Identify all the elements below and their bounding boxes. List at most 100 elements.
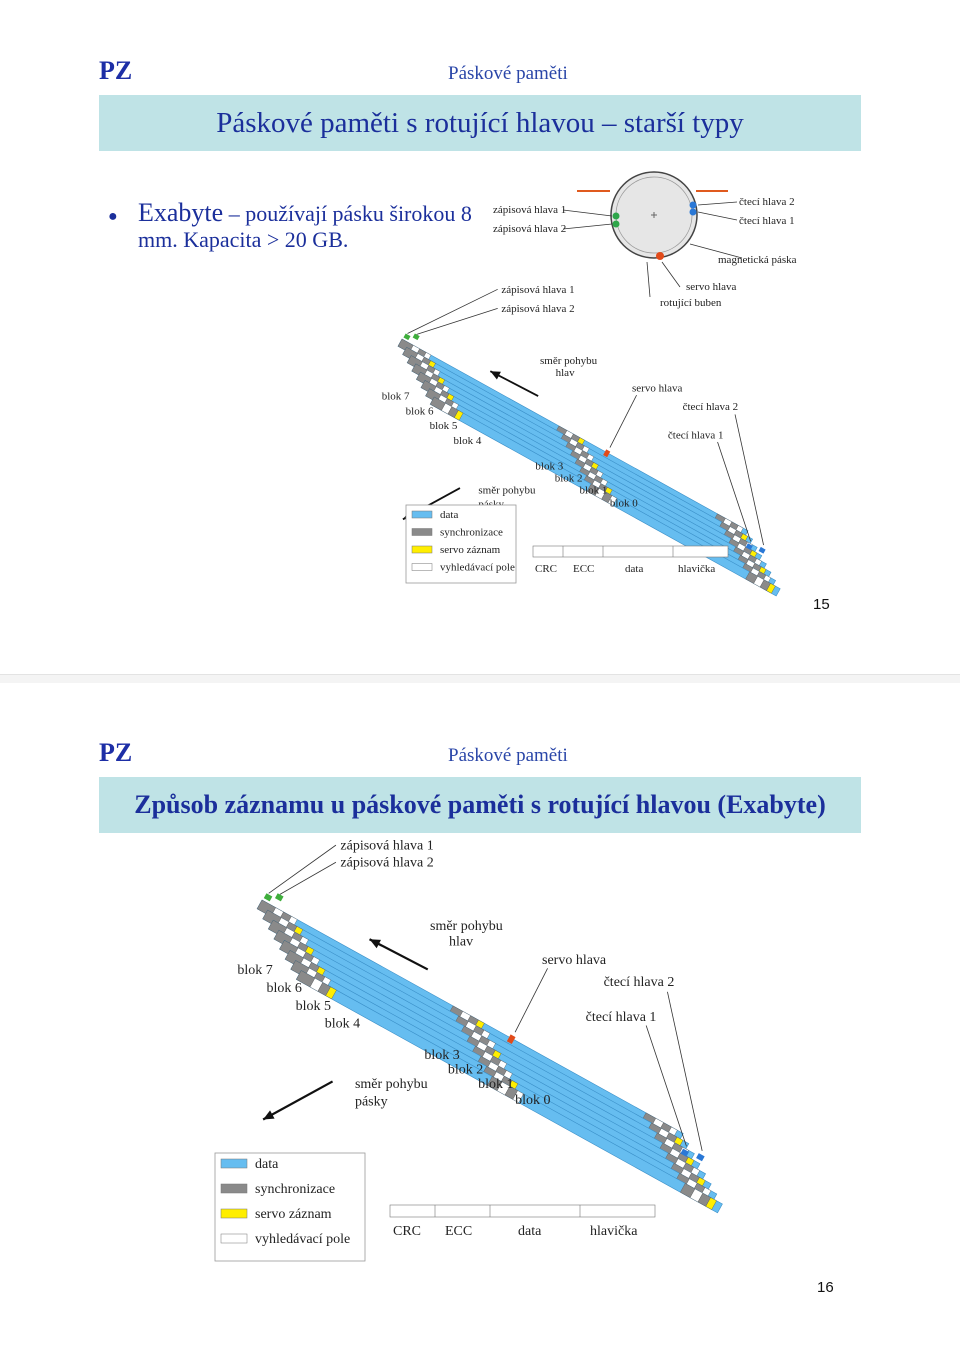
label-cteci2: čtecí hlava 2: [739, 196, 795, 208]
leader-zap1: [407, 288, 498, 334]
block-format-label-2: data: [518, 1224, 542, 1239]
legend-label-0: data: [440, 509, 458, 521]
legend-swatch-0: [411, 510, 433, 519]
label-cteci1: čtecí hlava 1: [739, 215, 795, 227]
logo-pz: PZ: [99, 56, 133, 85]
block-format-label-3: hlavička: [678, 563, 715, 575]
block-format-label-1: ECC: [573, 563, 594, 575]
arrow-head-direction: [369, 938, 429, 971]
leader-zap2: [279, 861, 337, 895]
tape-diagram-small: zápisová hlava 1 zápisová hlava 2 směr poh…: [382, 284, 781, 597]
block-format-bar: [389, 1204, 656, 1218]
label-cteci1: čtecí hlava 1: [586, 1010, 657, 1025]
track-segment: [454, 410, 464, 421]
track-segment: [705, 1197, 717, 1210]
legend-label-1: synchronizace: [440, 527, 503, 539]
leader-cteci1: [645, 1025, 687, 1147]
tape-diagram-large: zápisová hlava 1 zápisová hlava 2 směr poh…: [214, 839, 723, 1262]
bullet-text: – používají pásku širokou 8 mm. Kapacita…: [138, 201, 472, 252]
course-title: Páskové paměti: [448, 63, 568, 84]
page-number: 15: [813, 596, 830, 613]
label-blok5: blok 5: [430, 420, 458, 432]
label-zap1: zápisová hlava 1: [501, 284, 574, 296]
block-format-label-0: CRC: [393, 1224, 421, 1239]
label-zap1: zápisová hlava 1: [493, 204, 566, 216]
label-blok7: blok 7: [382, 391, 410, 403]
legend-label-2: servo záznam: [255, 1207, 332, 1222]
write-head-1-marker: [263, 893, 273, 902]
legend-swatch-2: [220, 1208, 248, 1219]
logo-pz: PZ: [99, 738, 133, 767]
leader-cteci2: [734, 414, 764, 546]
slide-title-band: Páskové paměti s rotující hlavou – starš…: [99, 95, 861, 151]
page-number: 16: [817, 1279, 834, 1296]
label-zap2: zápisová hlava 2: [493, 223, 566, 235]
label-blok4: blok 4: [454, 435, 482, 447]
servo-head-marker: [506, 1034, 516, 1044]
leader-zap1: [268, 844, 337, 894]
legend-swatch-2: [411, 545, 433, 554]
track-segment: [607, 495, 618, 506]
block-format-label-1: ECC: [445, 1224, 472, 1239]
label-smer-hlav-2: hlav: [556, 367, 575, 379]
block-format-label-2: data: [625, 563, 643, 575]
label-smer-hlav-2: hlav: [449, 935, 473, 950]
leader-cteci1: [717, 441, 752, 542]
block-format-label-0: CRC: [535, 563, 557, 575]
label-smer-pasky-2: pásky: [355, 1095, 388, 1110]
label-servo: servo hlava: [542, 953, 607, 968]
arrow-tape-direction-head: [263, 1110, 275, 1120]
leader-zap2: [416, 307, 498, 335]
leader-servo: [609, 394, 637, 448]
legend-label-3: vyhledávací pole: [255, 1232, 350, 1247]
label-zap2: zápisová hlava 2: [501, 303, 574, 315]
leader-servo: [514, 968, 548, 1033]
read-head-2-marker: [758, 546, 766, 554]
label-smer-hlav-1: směr pohybu: [540, 355, 598, 367]
legend-label-0: data: [255, 1157, 279, 1172]
label-blok2: blok 2: [555, 473, 583, 485]
track-segment: [766, 583, 776, 594]
label-blok6: blok 6: [266, 981, 301, 996]
legend-swatch-1: [220, 1183, 248, 1194]
track-segment: [325, 986, 337, 1000]
label-cteci2: čtecí hlava 2: [683, 401, 739, 413]
label-cteci2: čtecí hlava 2: [604, 975, 675, 990]
label-zap2: zápisová hlava 2: [340, 856, 433, 871]
slide-title: Páskové paměti s rotující hlavou – starš…: [216, 106, 744, 139]
label-blok0: blok 0: [515, 1093, 550, 1108]
label-blok6: blok 6: [406, 405, 434, 417]
servo-head-marker: [603, 449, 611, 458]
label-smer-hlav-1: směr pohybu: [430, 919, 503, 934]
label-blok2: blok 2: [448, 1063, 483, 1078]
label-cteci1: čtecí hlava 1: [668, 429, 724, 441]
bullet-dot-icon: ●: [108, 208, 118, 225]
course-title: Páskové paměti: [448, 745, 568, 766]
legend-label-3: vyhledávací pole: [440, 562, 515, 574]
read-head-1-marker: [745, 543, 753, 550]
block-format-bar: [532, 545, 729, 558]
bullet-strong: Exabyte: [138, 198, 224, 227]
label-blok4: blok 4: [325, 1017, 360, 1032]
label-blok1: blok 1: [478, 1077, 513, 1092]
arrow-head-direction-head: [490, 371, 501, 380]
label-buben: rotující buben: [660, 297, 722, 309]
slide-16: PZ Páskové paměti Způsob záznamu u pásko…: [0, 683, 960, 1367]
label-blok3: blok 3: [424, 1048, 459, 1063]
legend-swatch-1: [411, 528, 433, 536]
read-head-2-marker: [696, 1153, 705, 1162]
label-blok1: blok 1: [580, 485, 608, 497]
legend-swatch-3: [411, 563, 433, 571]
label-magneticka: magnetická páska: [718, 254, 797, 266]
bullet-exabyte: ● Exabyte – používají pásku širokou 8 mm…: [108, 200, 488, 253]
label-smer-pasky-1: směr pohybu: [478, 485, 536, 497]
slide-15: PZ Páskové paměti Páskové paměti s rotuj…: [0, 0, 960, 672]
track-segment: [512, 1090, 524, 1103]
label-servo: servo hlava: [632, 382, 683, 394]
block-format-label-3: hlavička: [590, 1224, 638, 1239]
label-servo: servo hlava: [686, 281, 737, 293]
arrow-tape-direction: [262, 1080, 334, 1121]
arrow-head-direction-head: [369, 939, 381, 949]
leader-cteci2: [667, 991, 703, 1151]
label-zap1: zápisová hlava 1: [340, 839, 433, 854]
